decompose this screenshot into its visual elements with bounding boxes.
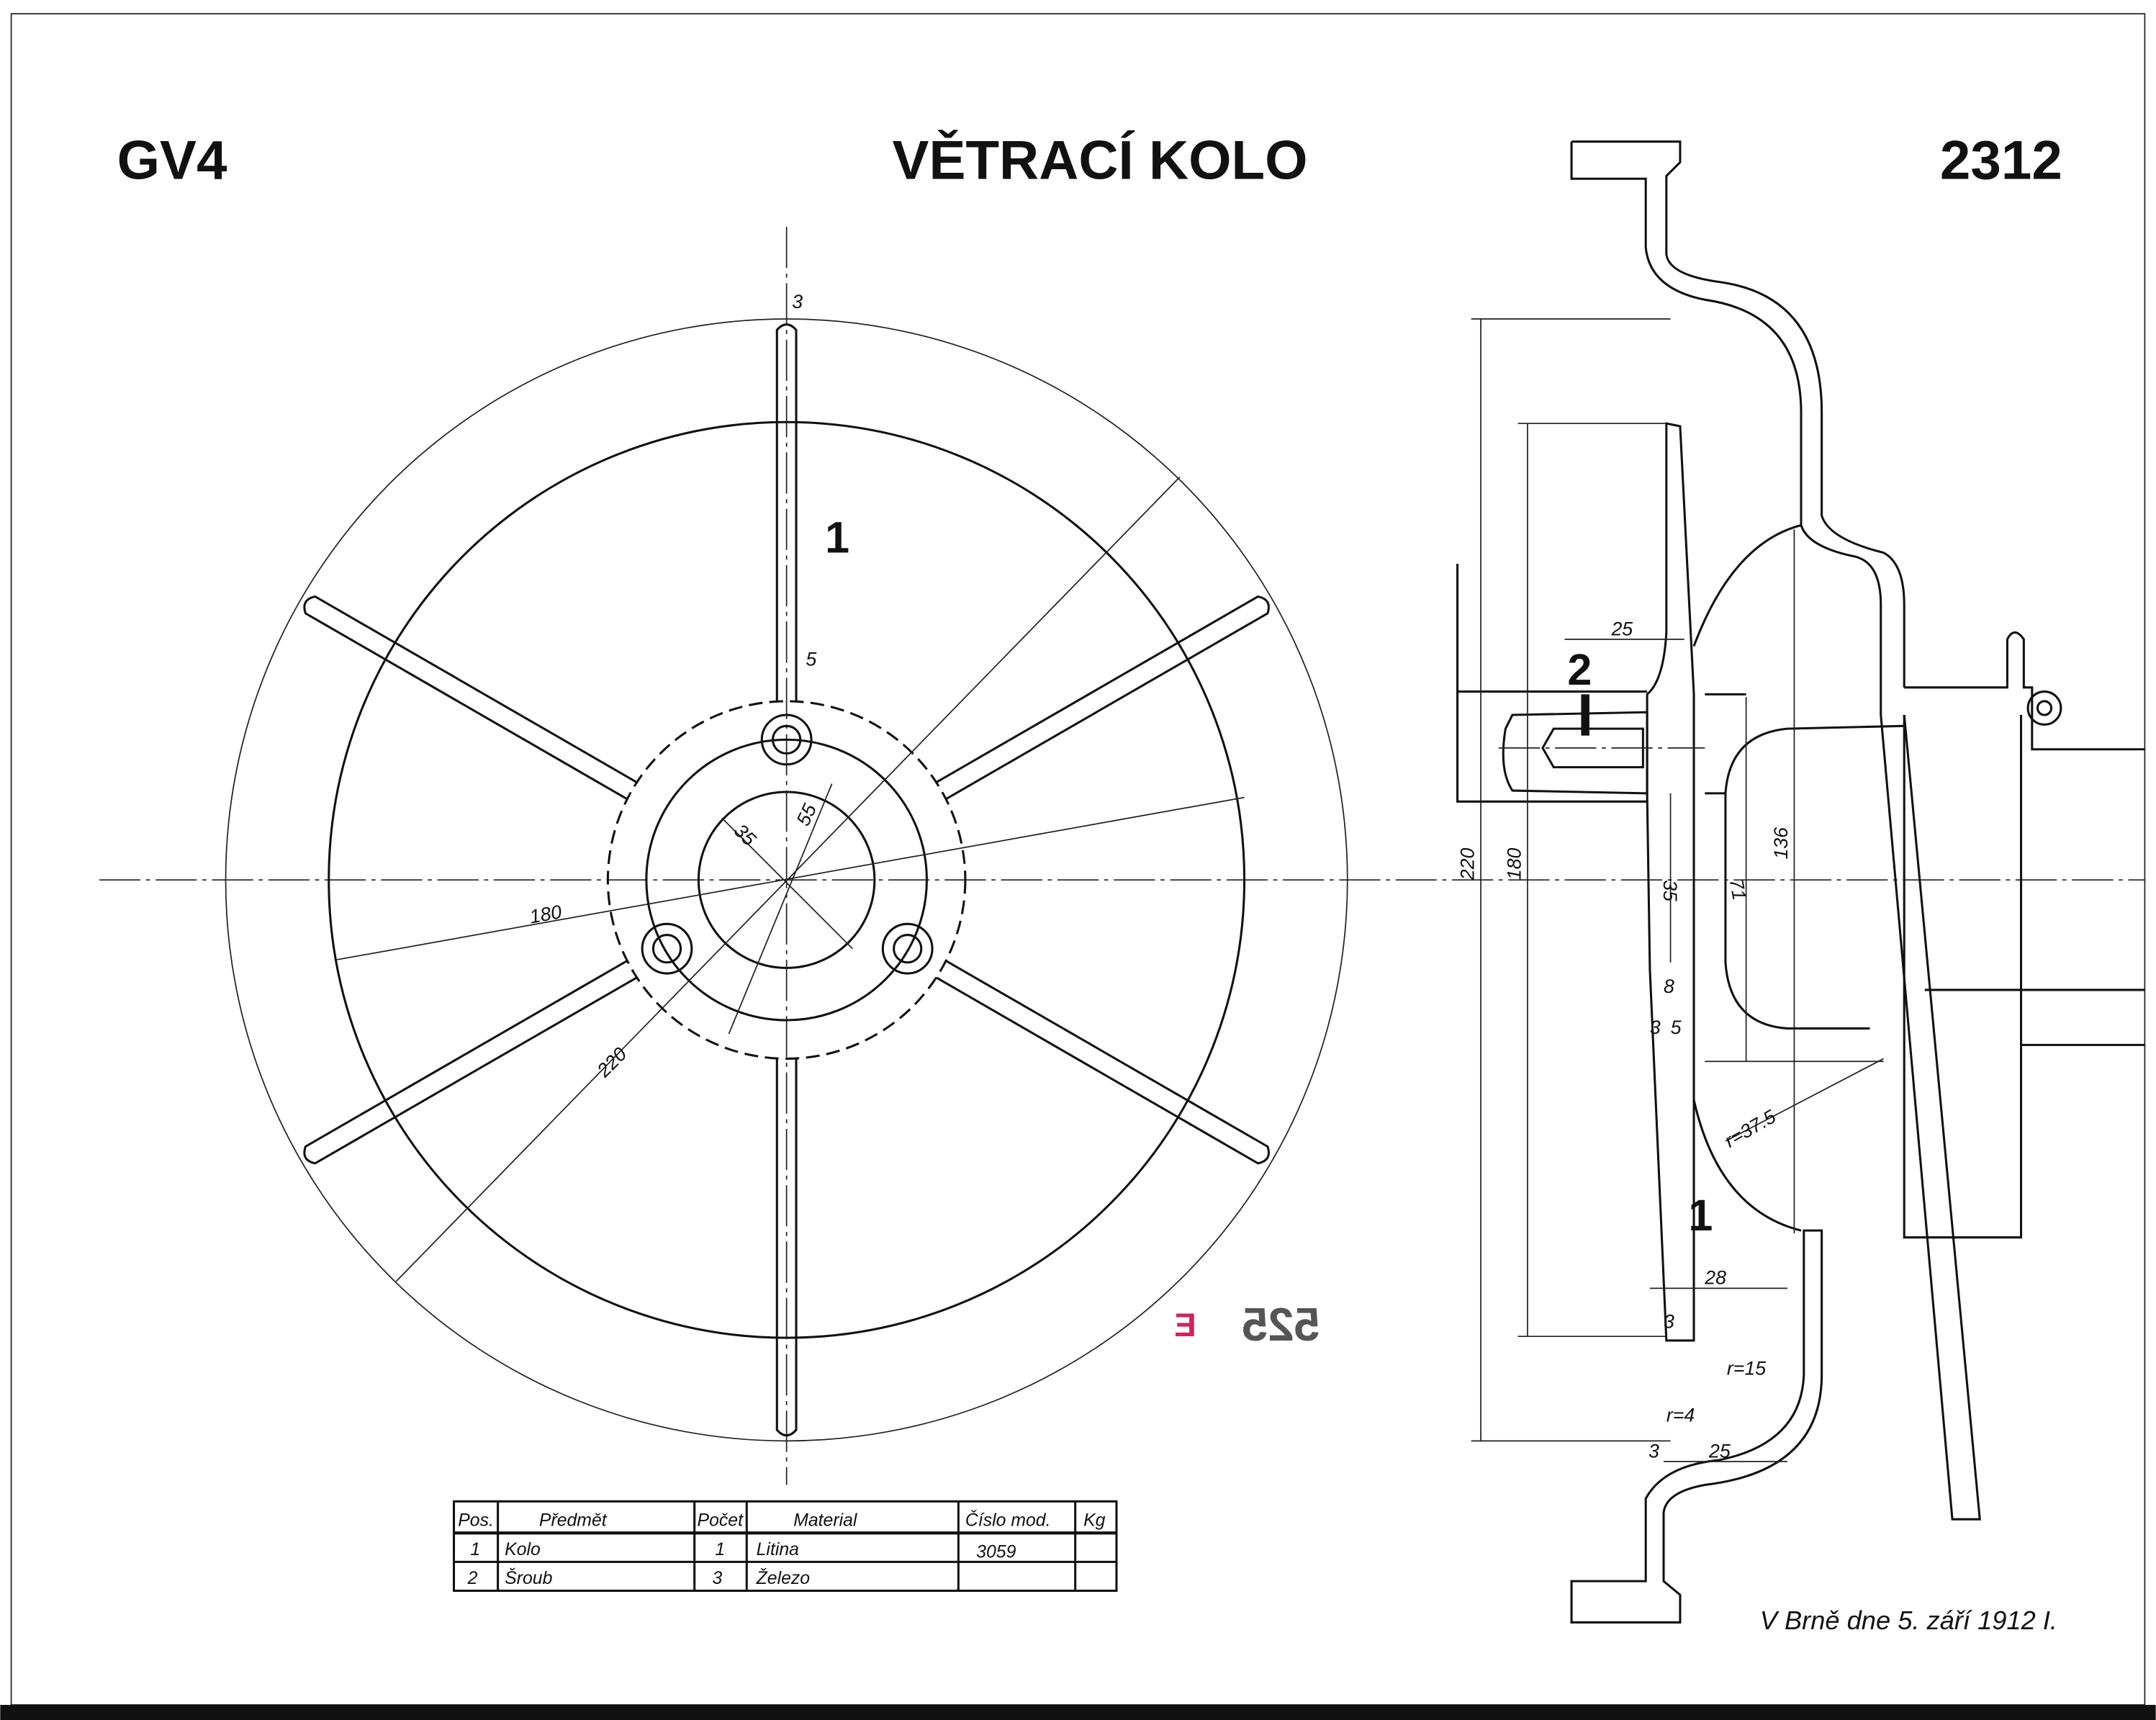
svg-text:1: 1 [715, 1540, 725, 1559]
rim-circle [328, 420, 1246, 1339]
part-label-2: 2 [1567, 645, 1592, 694]
svg-text:2: 2 [467, 1569, 478, 1588]
svg-text:3059: 3059 [976, 1543, 1016, 1562]
bolt [1502, 711, 1648, 795]
svg-text:136: 136 [1770, 827, 1792, 860]
svg-text:8: 8 [1664, 976, 1674, 997]
drawing-title: VĚTRACÍ KOLO [893, 129, 1308, 191]
bolt-hole [641, 922, 693, 975]
svg-text:220: 220 [1456, 847, 1478, 881]
bolt-hole [760, 713, 813, 766]
svg-text:E: E [1174, 1307, 1196, 1343]
drawing-number: 2312 [1940, 130, 2062, 191]
table-header: Material [793, 1511, 858, 1531]
svg-text:3: 3 [1648, 1440, 1659, 1462]
spoke [936, 960, 1270, 1165]
svg-text:1: 1 [470, 1540, 480, 1559]
table-header: Počet [698, 1511, 744, 1531]
drawing-code: GV4 [117, 130, 227, 191]
spoke [775, 323, 798, 701]
hub-dashed-circle [606, 700, 967, 1060]
signature-date: V Brně dne 5. září 1912 I. [1760, 1606, 2057, 1635]
svg-text:25: 25 [1708, 1440, 1731, 1462]
svg-text:35: 35 [1659, 880, 1681, 901]
bolt-hole [881, 922, 934, 975]
bore-circle [697, 791, 876, 969]
spoke [303, 960, 638, 1165]
wheel-plate-section [1646, 422, 1695, 1342]
svg-text:180: 180 [1503, 847, 1525, 880]
casing-outline [1570, 140, 1981, 1521]
svg-text:3: 3 [1664, 1311, 1674, 1333]
svg-text:Litina: Litina [757, 1540, 799, 1559]
part-label-1: 1 [825, 513, 849, 562]
svg-text:Železo: Železo [756, 1569, 811, 1588]
svg-text:3: 3 [792, 291, 803, 312]
svg-text:71: 71 [1726, 877, 1751, 901]
svg-text:3: 3 [1650, 1017, 1661, 1038]
svg-text:r=4: r=4 [1666, 1405, 1695, 1426]
hub-circle [645, 738, 928, 1022]
svg-text:5: 5 [806, 648, 816, 670]
svg-text:5: 5 [1671, 1017, 1682, 1038]
spokes [303, 323, 1270, 1437]
table-header: Číslo mod. [965, 1510, 1051, 1531]
svg-text:Kolo: Kolo [505, 1540, 541, 1559]
spoke [775, 1058, 798, 1437]
svg-text:Šroub: Šroub [505, 1568, 552, 1588]
table-header: Pos. [458, 1511, 494, 1531]
front-view: 1 3 5 35 55 180 220 [99, 227, 2145, 1485]
spoke [936, 595, 1270, 801]
part-label-1-side: 1 [1688, 1191, 1713, 1240]
inventory-stamp: 525 E [1174, 1298, 1320, 1351]
svg-text:25: 25 [1610, 618, 1633, 639]
side-view: 2 1 220 180 35 71 136 25 8 3 5 r=37.5 r=… [1456, 140, 2145, 1624]
table-header: Předmět [539, 1511, 608, 1531]
svg-text:28: 28 [1704, 1267, 1726, 1289]
svg-text:r=15: r=15 [1727, 1358, 1766, 1379]
parts-table: Pos. Předmět Počet Material Číslo mod. K… [452, 1500, 1118, 1593]
table-header: Kg [1083, 1511, 1106, 1531]
table-row: 2 Šroub 3 Železo [467, 1568, 811, 1588]
table-row: 1 Kolo 1 Litina 3059 [470, 1540, 1016, 1562]
svg-text:525: 525 [1242, 1298, 1320, 1351]
outer-circle [225, 318, 1348, 1442]
spoke [303, 595, 638, 801]
svg-text:3: 3 [713, 1569, 723, 1588]
